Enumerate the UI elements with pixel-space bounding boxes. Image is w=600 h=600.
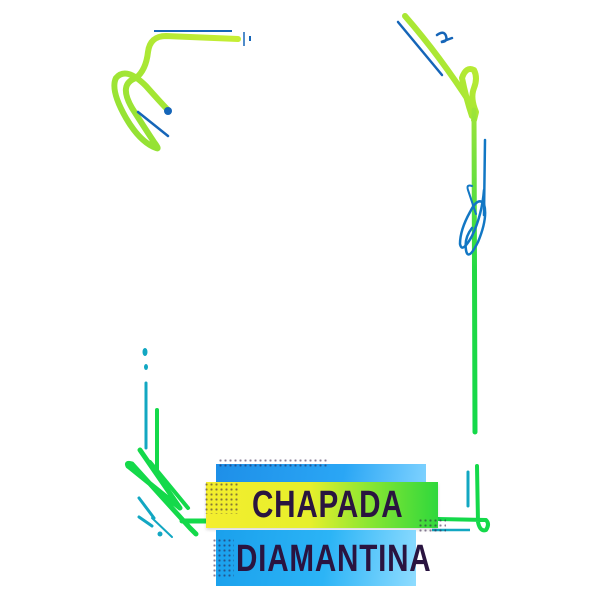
banner-yellow-green-strip [206,482,438,528]
bottom-left-corner-scribble [125,447,211,538]
right-vertical-stroke [458,107,487,435]
banner-bottom-blue-strip [216,530,416,586]
top-left-corner-scribble [111,30,251,152]
title-banner: CHAPADA DIAMANTINA [200,458,450,588]
banner-speckle [204,482,240,514]
banner-speckle [212,538,234,578]
banner-speckle [218,458,328,468]
left-vertical-stroke [142,183,159,472]
banner-speckle [418,518,446,534]
title-line-2: DIAMANTINA [236,538,432,580]
title-line-1: CHAPADA [252,484,404,526]
top-right-corner-scribble [396,13,479,123]
